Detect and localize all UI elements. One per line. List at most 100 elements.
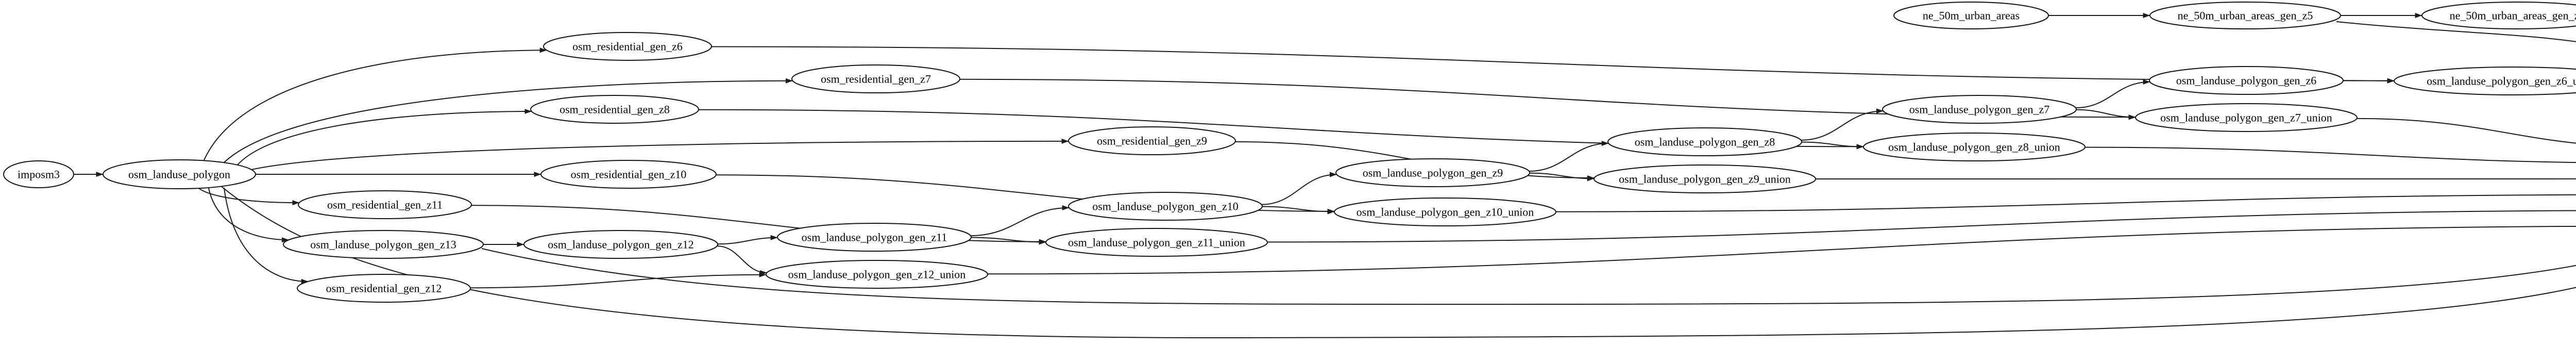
node-shape-osm_landuse_polygon_gen_z8_union — [1863, 133, 2086, 161]
edge-osm_landuse_polygon_gen_z11_union-to-row-z11 — [1267, 210, 2576, 243]
node-shape-osm_landuse_polygon_gen_z12_union — [766, 260, 988, 289]
node-osm_landuse_polygon_gen_z9: osm_landuse_polygon_gen_z9 — [1335, 158, 1530, 187]
node-osm_landuse_polygon_gen_z7: osm_landuse_polygon_gen_z7 — [1882, 95, 2077, 124]
node-shape-osm_landuse_polygon — [103, 159, 256, 189]
node-shape-osm_landuse_polygon_gen_z13 — [283, 230, 484, 259]
node-osm_landuse_polygon_gen_z6: osm_landuse_polygon_gen_z6 — [2149, 66, 2344, 95]
node-osm_landuse_polygon_gen_z11_union: osm_landuse_polygon_gen_z11_union — [1045, 228, 1268, 257]
edge-osm_landuse_polygon_gen_z12-to-osm_landuse_polygon_gen_z11 — [717, 235, 778, 245]
edge-osm_landuse_polygon_gen_z7_union-to-row-z7 — [2357, 118, 2576, 144]
edge-osm_landuse_polygon_gen_z7-to-osm_landuse_polygon_gen_z6 — [2075, 79, 2150, 109]
node-shape-osm_landuse_polygon_gen_z10_union — [1334, 198, 1556, 226]
node-label-osm_landuse_polygon_gen_z6_union: osm_landuse_polygon_gen_z6_union — [2427, 75, 2576, 88]
node-label-osm_landuse_polygon_gen_z12_union: osm_landuse_polygon_gen_z12_union — [788, 268, 966, 281]
node-label-osm_residential_gen_z12: osm_residential_gen_z12 — [326, 282, 442, 295]
node-label-osm_landuse_polygon_gen_z7_union: osm_landuse_polygon_gen_z7_union — [2160, 111, 2332, 124]
node-shape-osm_landuse_polygon_gen_z12 — [523, 230, 718, 259]
node-imposm3: imposm3 — [3, 160, 74, 188]
edge-osm_landuse_polygon-to-osm_residential_gen_z9 — [244, 138, 1069, 172]
node-label-osm_landuse_polygon_gen_z8: osm_landuse_polygon_gen_z8 — [1635, 136, 1775, 149]
edge-ne_50m_urban_areas_gen_z5-to-row-z5 — [2336, 21, 2576, 42]
node-label-ne_50m_urban_areas_gen_z4: ne_50m_urban_areas_gen_z4 — [2450, 9, 2576, 22]
node-shape-osm_landuse_polygon_gen_z11_union — [1045, 228, 1268, 257]
node-shape-osm_landuse_polygon_gen_z7_union — [2135, 103, 2358, 132]
node-ne_50m_urban_areas_gen_z5: ne_50m_urban_areas_gen_z5 — [2149, 2, 2341, 29]
edge-osm_landuse_polygon_gen_z8_union-to-row-z8 — [2084, 146, 2576, 163]
node-osm_landuse_polygon_gen_z9_union: osm_landuse_polygon_gen_z9_union — [1594, 164, 1816, 193]
node-ne_50m_urban_areas: ne_50m_urban_areas — [1893, 2, 2049, 29]
node-shape-osm_landuse_polygon_gen_z9 — [1335, 158, 1530, 187]
node-shape-osm_residential_gen_z10 — [540, 160, 717, 189]
node-shape-osm_landuse_polygon_gen_z6_union — [2394, 67, 2576, 95]
node-label-ne_50m_urban_areas_gen_z5: ne_50m_urban_areas_gen_z5 — [2178, 9, 2313, 22]
node-osm_landuse_polygon_gen_z11: osm_landuse_polygon_gen_z11 — [777, 223, 972, 252]
node-label-imposm3: imposm3 — [18, 168, 60, 181]
node-shape-osm_landuse_polygon_gen_z9_union — [1594, 164, 1816, 193]
node-label-osm_landuse_polygon: osm_landuse_polygon — [128, 168, 230, 181]
node-label-osm_landuse_polygon_gen_z11_union: osm_landuse_polygon_gen_z11_union — [1068, 236, 1245, 249]
node-shape-osm_residential_gen_z6 — [543, 32, 712, 61]
node-shape-imposm3 — [3, 160, 74, 188]
node-osm_landuse_polygon_gen_z12: osm_landuse_polygon_gen_z12 — [523, 230, 718, 259]
node-label-osm_landuse_polygon_gen_z6: osm_landuse_polygon_gen_z6 — [2176, 74, 2317, 87]
node-shape-osm_landuse_polygon_gen_z7 — [1882, 95, 2077, 124]
edge-osm_landuse_polygon-to-osm_residential_gen_z12 — [224, 187, 309, 284]
node-osm_landuse_polygon: osm_landuse_polygon — [103, 159, 256, 189]
node-shape-osm_residential_gen_z11 — [298, 190, 472, 219]
node-ne_50m_urban_areas_gen_z4: ne_50m_urban_areas_gen_z4 — [2421, 2, 2576, 29]
node-label-ne_50m_urban_areas: ne_50m_urban_areas — [1923, 9, 2020, 22]
node-label-osm_landuse_polygon_gen_z9: osm_landuse_polygon_gen_z9 — [1363, 167, 1503, 179]
node-osm_landuse_polygon_gen_z7_union: osm_landuse_polygon_gen_z7_union — [2135, 103, 2358, 132]
node-shape-osm_landuse_polygon_gen_z6 — [2149, 66, 2344, 95]
edge-osm_landuse_polygon-to-osm_residential_gen_z7 — [221, 78, 793, 166]
node-osm_residential_gen_z12: osm_residential_gen_z12 — [297, 274, 471, 303]
nodes-layer: imposm3 osm_landuse_polygon osm_residentia… — [3, 2, 2576, 303]
node-label-osm_residential_gen_z11: osm_residential_gen_z11 — [327, 199, 443, 211]
node-osm_residential_gen_z11: osm_residential_gen_z11 — [298, 190, 472, 219]
edge-osm_landuse_polygon-to-osm_landuse_polygon_gen_z13 — [208, 188, 289, 243]
node-shape-osm_residential_gen_z7 — [791, 64, 960, 93]
node-shape-osm_residential_gen_z9 — [1068, 126, 1236, 155]
edge-osm_landuse_polygon_gen_z10-to-osm_landuse_polygon_gen_z9 — [1261, 172, 1337, 205]
node-label-osm_residential_gen_z9: osm_residential_gen_z9 — [1097, 135, 1207, 147]
node-label-osm_landuse_polygon_gen_z7: osm_landuse_polygon_gen_z7 — [1909, 103, 2050, 116]
edge-osm_landuse_polygon_gen_z12-to-osm_landuse_polygon_gen_z12_union — [717, 245, 767, 275]
node-label-osm_residential_gen_z10: osm_residential_gen_z10 — [571, 168, 687, 181]
edge-osm_landuse_polygon_gen_z10_union-to-row-z10 — [1555, 194, 2576, 212]
edge-osm_landuse_polygon_gen_z13-to-row-z13 — [481, 248, 2576, 305]
node-osm_landuse_polygon_gen_z10: osm_landuse_polygon_gen_z10 — [1068, 192, 1263, 221]
node-osm_residential_gen_z8: osm_residential_gen_z8 — [530, 95, 699, 124]
node-shape-osm_landuse_polygon_gen_z8 — [1607, 127, 1802, 156]
node-osm_residential_gen_z10: osm_residential_gen_z10 — [540, 160, 717, 189]
node-label-osm_landuse_polygon_gen_z11: osm_landuse_polygon_gen_z11 — [802, 231, 947, 244]
edge-osm_residential_gen_z6-to-osm_landuse_polygon_gen_z6_union — [711, 46, 2395, 84]
node-label-osm_landuse_polygon_gen_z10_union: osm_landuse_polygon_gen_z10_union — [1357, 206, 1534, 219]
node-label-osm_landuse_polygon_gen_z8_union: osm_landuse_polygon_gen_z8_union — [1888, 141, 2060, 154]
edge-osm_landuse_polygon-to-osm_residential_gen_z6 — [203, 47, 547, 162]
node-shape-ne_50m_urban_areas_gen_z5 — [2149, 2, 2341, 29]
edge-osm_landuse_polygon-to-osm_residential_gen_z11 — [195, 185, 300, 206]
node-label-osm_landuse_polygon_gen_z13: osm_landuse_polygon_gen_z13 — [310, 238, 456, 251]
edge-osm_landuse_polygon_gen_z8-to-osm_landuse_polygon_gen_z7 — [1801, 108, 1884, 141]
edge-osm_landuse_polygon-to-row-z14+ — [221, 186, 2576, 339]
edge-osm_landuse_polygon_gen_z9-to-osm_landuse_polygon_gen_z8 — [1529, 141, 1609, 172]
node-label-osm_residential_gen_z8: osm_residential_gen_z8 — [560, 103, 670, 116]
node-label-osm_landuse_polygon_gen_z12: osm_landuse_polygon_gen_z12 — [548, 238, 694, 251]
node-osm_landuse_polygon_gen_z8_union: osm_landuse_polygon_gen_z8_union — [1863, 133, 2086, 161]
node-label-osm_residential_gen_z7: osm_residential_gen_z7 — [821, 73, 931, 86]
edge-osm_residential_gen_z12-to-osm_landuse_polygon_gen_z12_union — [470, 272, 767, 289]
node-osm_landuse_polygon_gen_z13: osm_landuse_polygon_gen_z13 — [283, 230, 484, 259]
edge-osm_landuse_polygon_gen_z12_union-to-row-z12 — [987, 225, 2576, 275]
node-osm_residential_gen_z7: osm_residential_gen_z7 — [791, 64, 960, 93]
node-osm_landuse_polygon_gen_z8: osm_landuse_polygon_gen_z8 — [1607, 127, 1802, 156]
edge-osm_landuse_polygon_gen_z11-to-osm_landuse_polygon_gen_z10 — [970, 205, 1070, 237]
node-shape-ne_50m_urban_areas_gen_z4 — [2421, 2, 2576, 29]
node-label-osm_landuse_polygon_gen_z9_union: osm_landuse_polygon_gen_z9_union — [1619, 173, 1791, 186]
node-osm_landuse_polygon_gen_z12_union: osm_landuse_polygon_gen_z12_union — [766, 260, 988, 289]
node-shape-osm_landuse_polygon_gen_z10 — [1068, 192, 1263, 221]
edge-osm_landuse_polygon-to-osm_residential_gen_z8 — [234, 109, 532, 169]
node-osm_residential_gen_z9: osm_residential_gen_z9 — [1068, 126, 1236, 155]
edge-osm_landuse_polygon_gen_z7-to-osm_landuse_polygon_gen_z7_union — [2076, 109, 2136, 120]
